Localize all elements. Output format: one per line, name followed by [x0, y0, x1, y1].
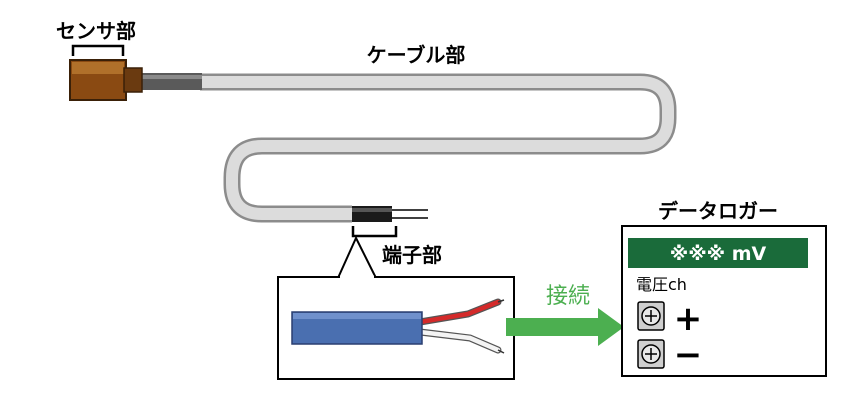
- cable: [140, 73, 677, 223]
- sensor-label-group: センサ部: [56, 19, 136, 56]
- sensor-bracket: [71, 44, 125, 56]
- plus-sign: +: [674, 299, 703, 339]
- callout-pointer: [336, 235, 378, 279]
- sensor: [69, 59, 143, 101]
- sensor-label: センサ部: [56, 19, 136, 43]
- terminal-black-highlight: [352, 208, 392, 212]
- wire-tip-1: [497, 299, 505, 303]
- terminal-callout: [277, 235, 515, 380]
- minus-terminal: −: [637, 335, 703, 375]
- wire-tip-2: [497, 349, 505, 354]
- terminal-bracket: [351, 226, 398, 238]
- logger-label: データロガー: [658, 199, 778, 223]
- plus-terminal: +: [637, 299, 703, 339]
- connect-arrow: [506, 308, 624, 346]
- sensor-neck: [123, 67, 143, 93]
- logger-display-text: ※※※ mV: [670, 243, 767, 265]
- cable-dark-highlight: [140, 75, 202, 79]
- minus-sign: −: [674, 335, 703, 375]
- red-wire-inner: [417, 299, 501, 325]
- connect-arrow-group: 接続: [506, 284, 624, 346]
- white-wire-inner: [417, 329, 501, 353]
- cable-label: ケーブル部: [367, 43, 466, 67]
- connect-label: 接続: [546, 284, 590, 309]
- sensor-highlight: [72, 62, 124, 74]
- cable-body: [200, 76, 674, 220]
- terminal-end: 端子部: [351, 206, 442, 267]
- terminal-label: 端子部: [382, 243, 442, 267]
- logger-display: [628, 238, 808, 268]
- data-logger: データロガー ※※※ mV 電圧ch + −: [621, 199, 827, 377]
- channel-label: 電圧ch: [636, 275, 687, 294]
- cable-sleeve-highlight: [293, 313, 421, 319]
